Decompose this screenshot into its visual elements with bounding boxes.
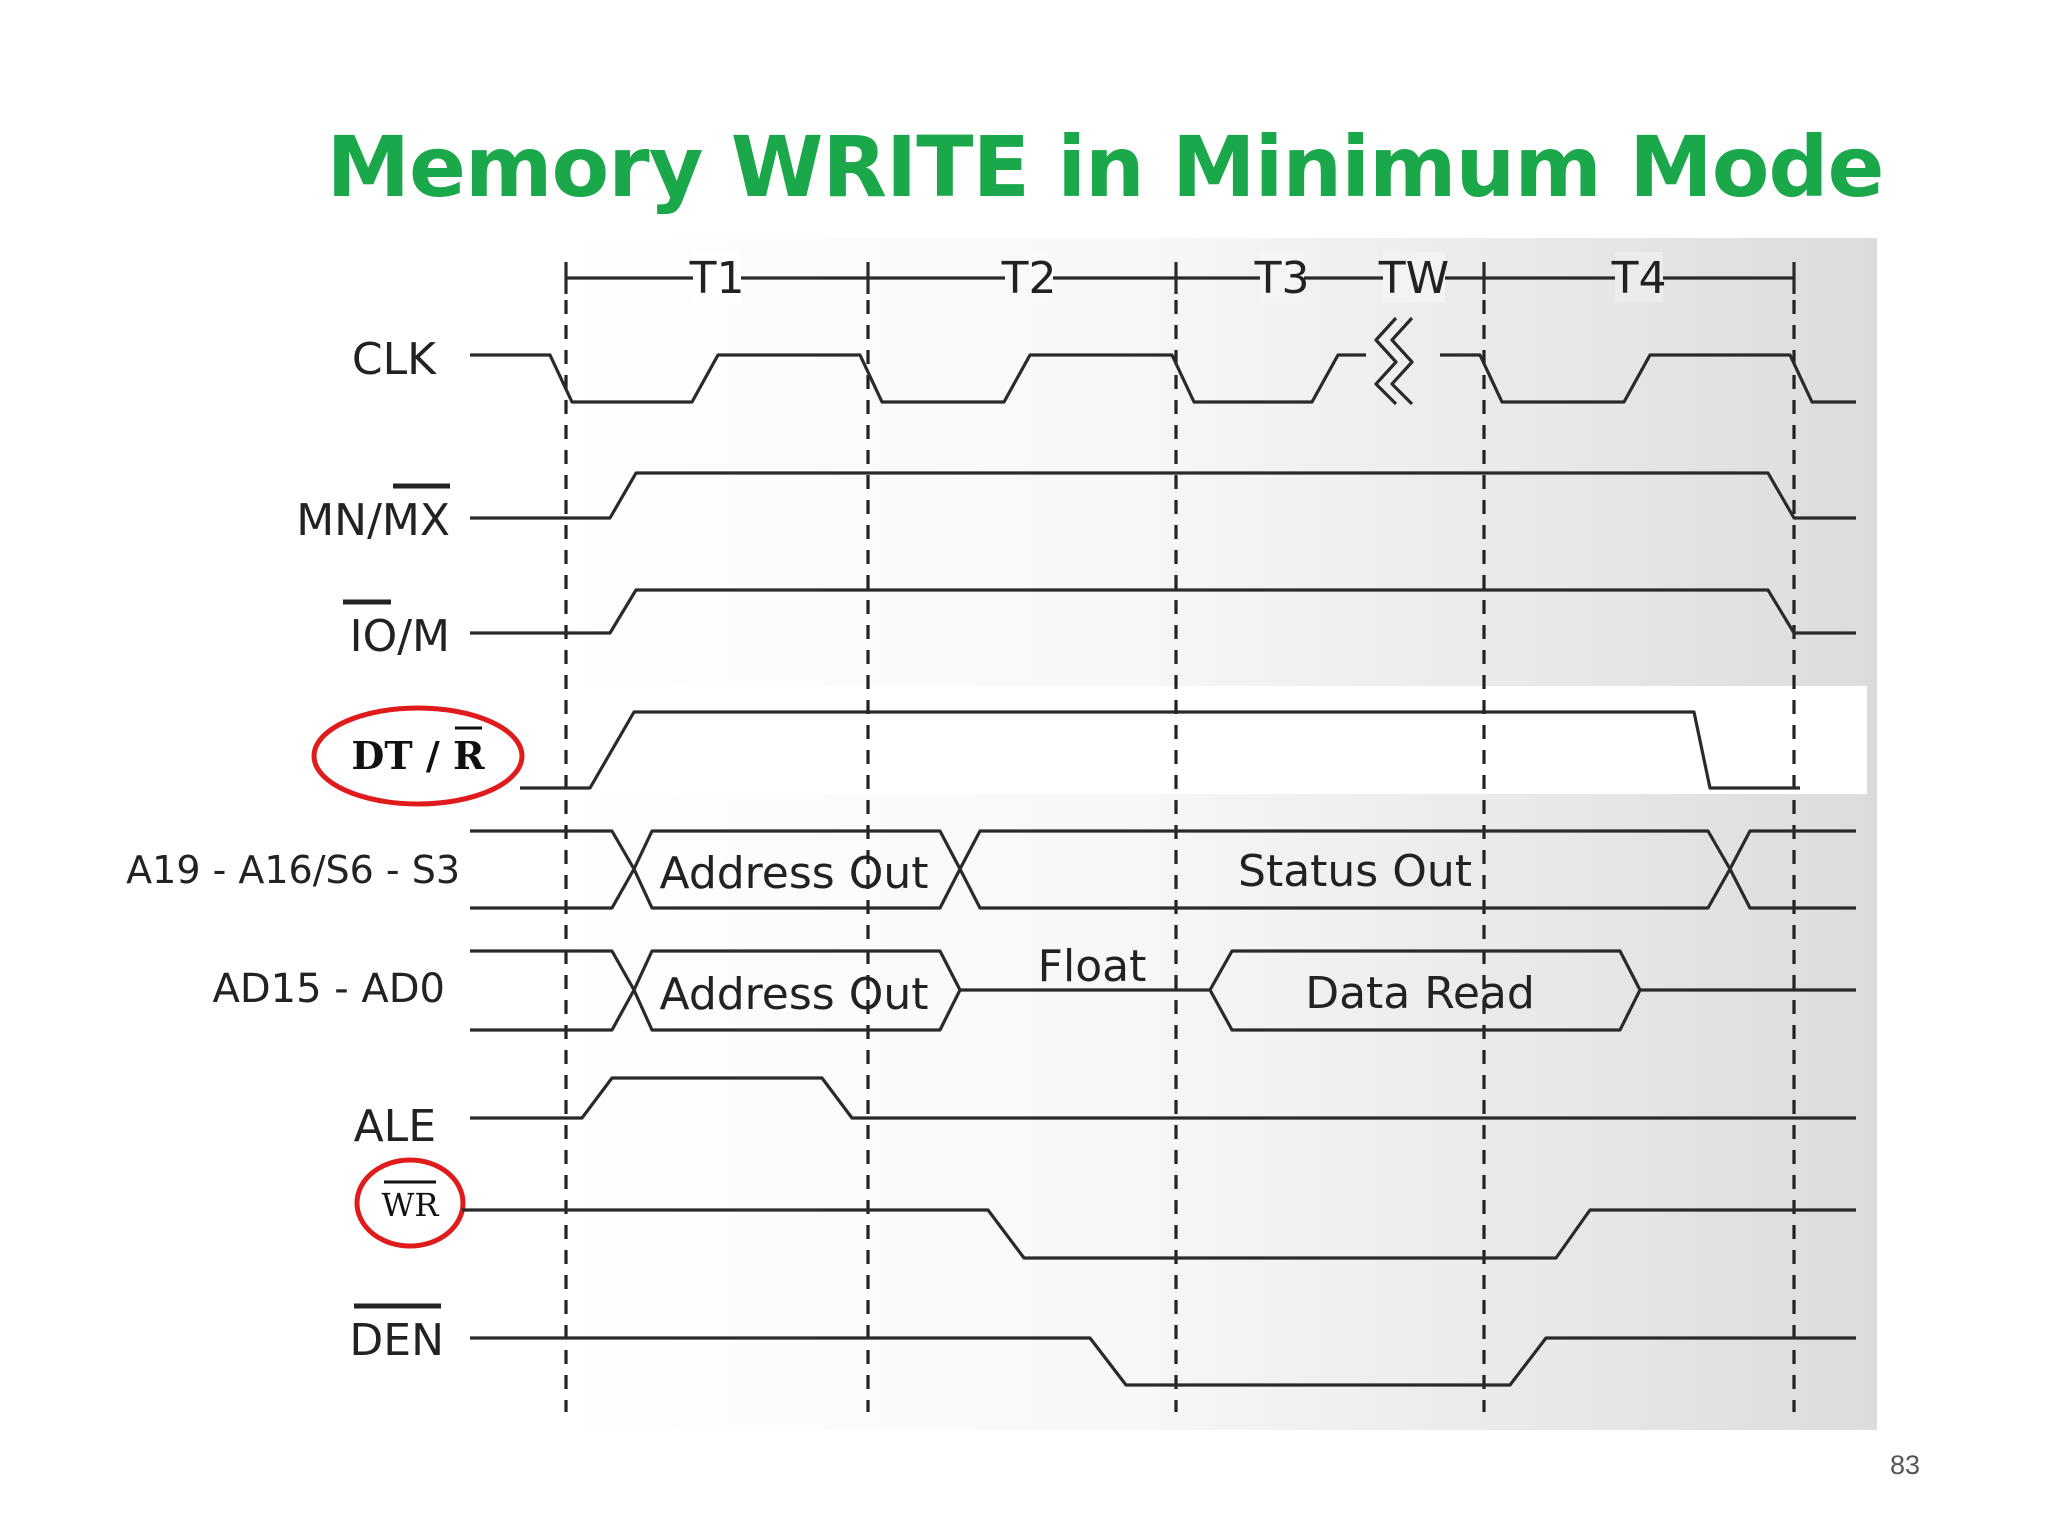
dtr-row-patch — [555, 686, 1867, 794]
dtr-highlight-circle — [311, 705, 525, 807]
signal-label-addr-high: A19 - A16/S6 - S3 — [126, 848, 460, 892]
clock-boundary-guides — [564, 300, 1796, 1412]
signal-label-mnmx: MN/MX — [296, 495, 450, 546]
period-label-tw: TW — [1378, 253, 1449, 304]
den-waveform — [470, 1336, 1856, 1387]
wr-highlight-circle — [354, 1157, 466, 1249]
clk-waveform — [470, 353, 1366, 404]
period-label-t4: T4 — [1611, 253, 1667, 304]
wr-waveform — [462, 1208, 1856, 1260]
signal-label-den: DEN — [349, 1315, 444, 1366]
dtr-waveform — [520, 710, 1800, 790]
mnmx-waveform — [470, 471, 1856, 520]
clk-waveform-t4 — [1440, 353, 1856, 404]
signal-label-iom: IO/M — [350, 611, 450, 662]
ad-low-bus — [470, 949, 1856, 1032]
bus-label-status-out: Status Out — [1238, 846, 1472, 897]
page-number: 83 — [1890, 1450, 1921, 1480]
signal-label-wr: WR — [382, 1186, 440, 1224]
signal-label-ale: ALE — [354, 1101, 436, 1152]
addr-high-bus — [470, 829, 1856, 910]
signal-label-ad-low: AD15 - AD0 — [212, 966, 445, 1012]
bus-label-address-out-1: Address Out — [660, 848, 929, 899]
period-label-t1: T1 — [689, 253, 745, 304]
slide-title: Memory WRITE in Minimum Mode — [326, 118, 1884, 216]
bus-label-address-out-2: Address Out — [660, 969, 929, 1020]
period-label-t3: T3 — [1254, 253, 1310, 304]
clk-wait-break — [1374, 316, 1414, 406]
period-label-t2: T2 — [1001, 253, 1057, 304]
diagram-panel — [555, 238, 1877, 1430]
bus-label-float: Float — [1038, 941, 1147, 992]
iom-waveform — [470, 588, 1856, 635]
signal-label-clk: CLK — [352, 334, 437, 385]
bus-label-data-read: Data Read — [1305, 968, 1535, 1019]
period-ruler — [564, 252, 1796, 302]
ale-waveform — [470, 1076, 1856, 1120]
signal-label-dtr: DT / R — [351, 733, 485, 778]
